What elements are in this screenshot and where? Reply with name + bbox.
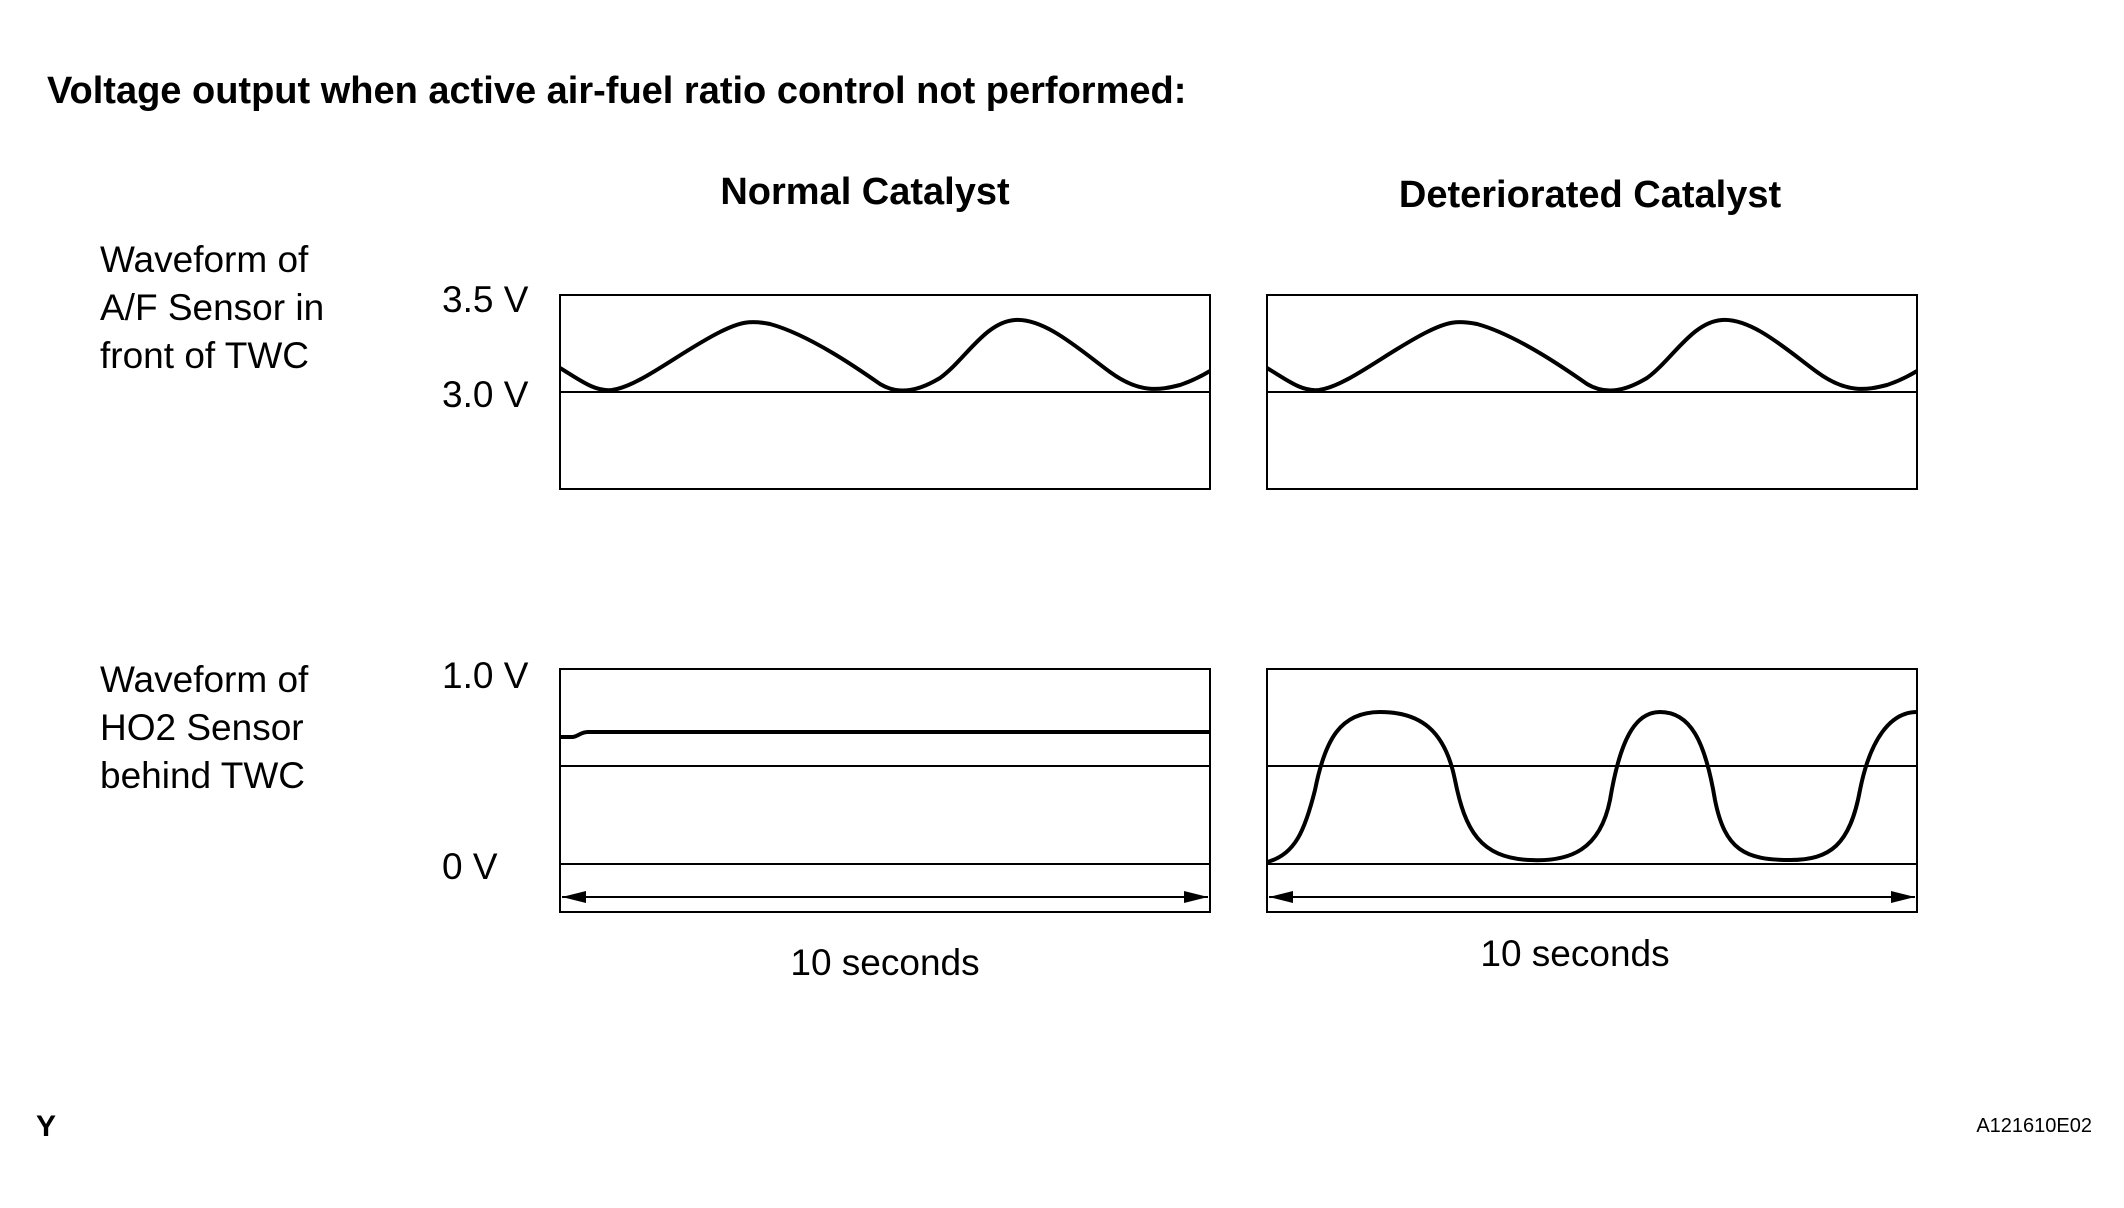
af-tick-top: 3.5 V <box>442 279 529 320</box>
ho2-panel-deteriorated <box>1266 668 1918 913</box>
row-label-ho2-line-2: HO2 Sensor <box>100 707 304 748</box>
af-normal-waveform <box>558 317 1212 393</box>
time-label-deteriorated: 10 seconds <box>1480 933 1669 974</box>
row-label-af: Waveform of A/F Sensor in front of TWC <box>100 239 324 376</box>
row-label-af-line-3: front of TWC <box>100 335 309 376</box>
row-label-ho2: Waveform of HO2 Sensor behind TWC <box>100 659 309 796</box>
ho2-normal-frame <box>559 668 1211 913</box>
ho2-deteriorated-frame <box>1266 668 1918 913</box>
ho2-deteriorated-waveform <box>1266 709 1918 864</box>
ho2-panel-normal <box>559 668 1211 913</box>
row-label-af-line-1: Waveform of <box>100 239 309 280</box>
row-label-af-line-2: A/F Sensor in <box>100 287 324 328</box>
time-span-deteriorated: 10 seconds <box>1266 891 1918 974</box>
footer-left-mark: Y <box>36 1110 56 1143</box>
ho2-normal-waveform <box>560 730 1210 739</box>
diagram-title: Voltage output when active air-fuel rati… <box>47 70 1186 112</box>
row-label-ho2-line-1: Waveform of <box>100 659 309 700</box>
af-panel-normal <box>558 294 1212 490</box>
time-label-normal: 10 seconds <box>790 942 979 983</box>
af-tick-mid: 3.0 V <box>442 374 529 415</box>
figure-id: A121610E02 <box>1976 1115 2092 1137</box>
af-deteriorated-waveform <box>1265 317 1919 393</box>
row-label-ho2-line-3: behind TWC <box>100 755 305 796</box>
column-heading-normal: Normal Catalyst <box>720 171 1010 213</box>
column-heading-deteriorated: Deteriorated Catalyst <box>1399 174 1782 216</box>
af-panel-deteriorated <box>1265 294 1919 490</box>
ho2-tick-bottom: 0 V <box>442 846 498 887</box>
ho2-tick-top: 1.0 V <box>442 655 529 696</box>
time-span-normal: 10 seconds <box>559 891 1211 983</box>
